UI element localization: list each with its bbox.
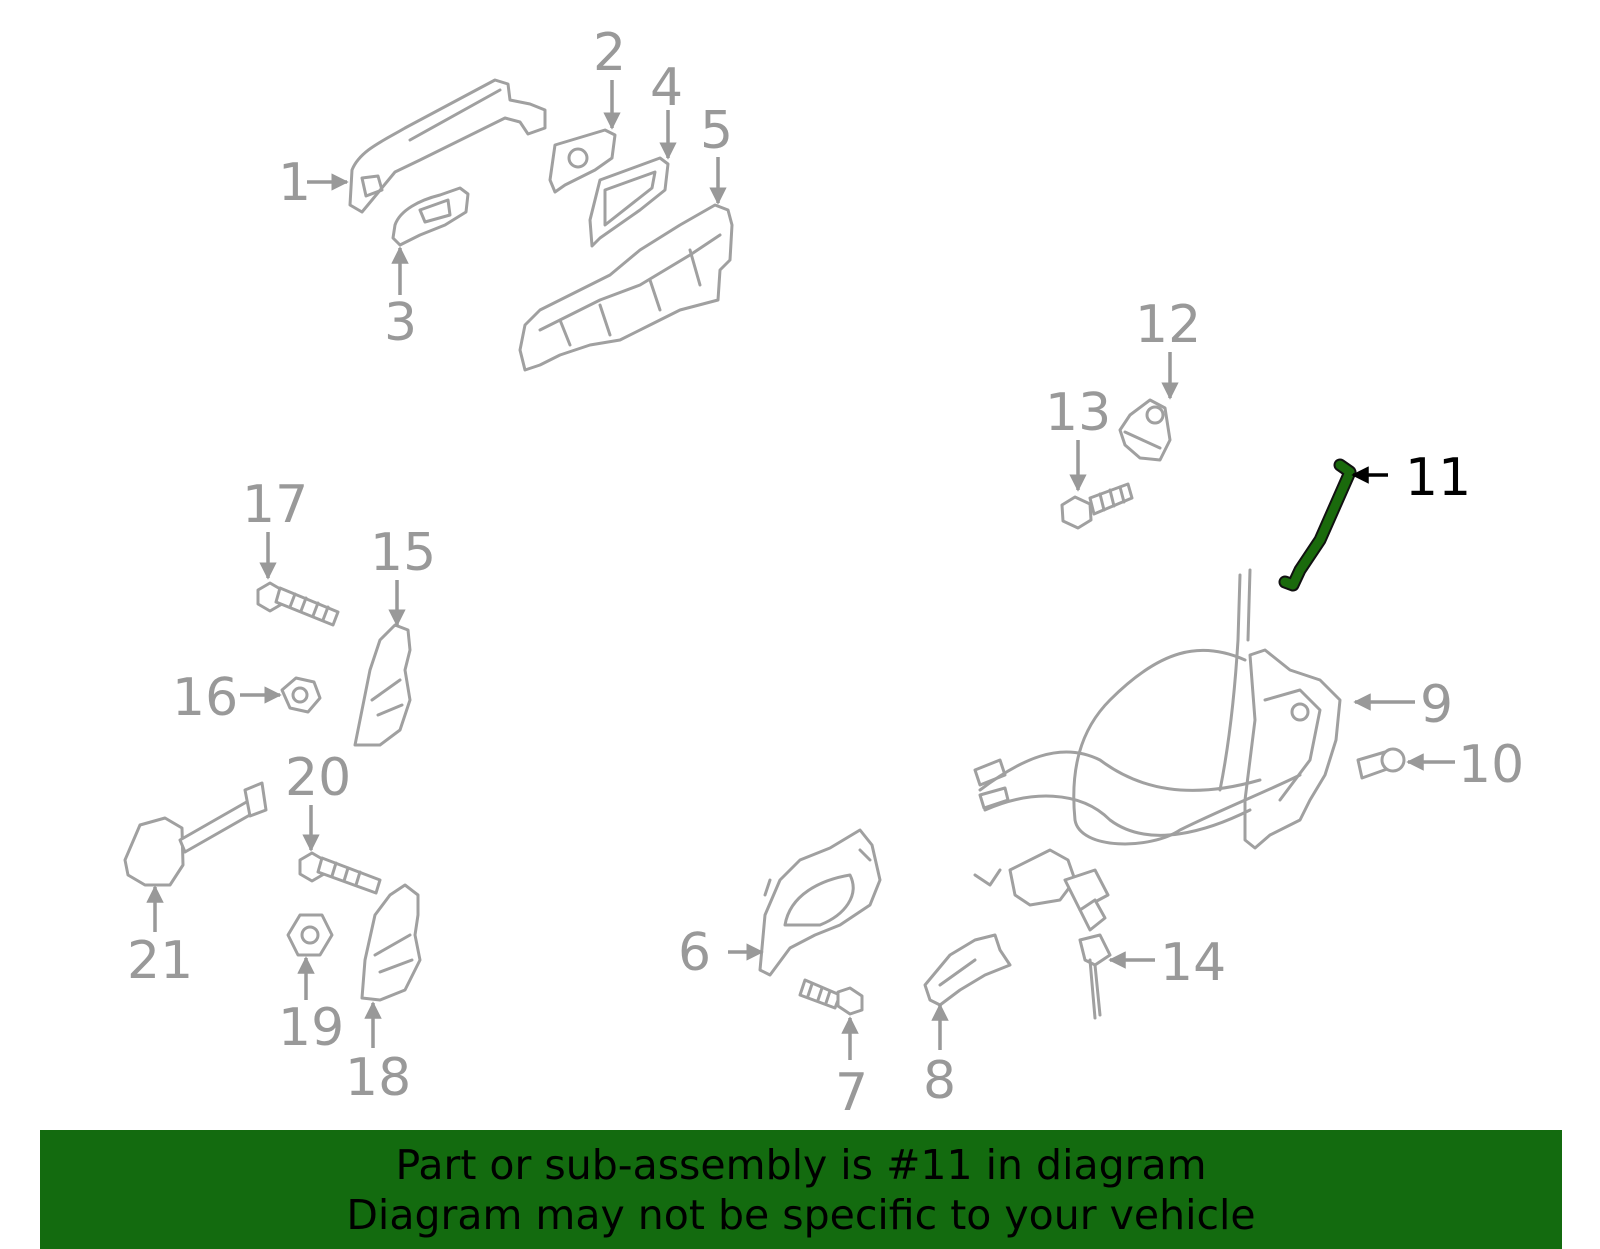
part-lock-cylinder <box>973 848 1112 1020</box>
part-door-latch <box>973 568 1342 850</box>
part-handle-cover <box>391 186 470 247</box>
callout-19[interactable]: 19 <box>278 998 344 1058</box>
part-inside-cover <box>923 933 1012 1007</box>
callout-8[interactable]: 8 <box>923 1051 956 1111</box>
part-hinge-18 <box>360 883 422 1002</box>
part-inside-handle <box>758 828 882 977</box>
callout-16[interactable]: 16 <box>172 668 238 728</box>
callout-6[interactable]: 6 <box>678 923 711 983</box>
part-hinge-15 <box>353 623 412 747</box>
callout-10[interactable]: 10 <box>1458 735 1524 795</box>
callout-9[interactable]: 9 <box>1420 675 1453 735</box>
part-bolt-7 <box>798 978 864 1016</box>
callout-21[interactable]: 21 <box>127 931 193 991</box>
info-banner: Part or sub-assembly is #11 in diagram D… <box>40 1130 1562 1249</box>
callout-17[interactable]: 17 <box>242 475 308 535</box>
callout-20[interactable]: 20 <box>285 748 351 808</box>
part-nut-19 <box>286 913 334 957</box>
callout-leaders <box>146 80 1455 1060</box>
callout-14[interactable]: 14 <box>1160 933 1226 993</box>
callout-13[interactable]: 13 <box>1045 383 1111 443</box>
part-nut-16 <box>280 676 322 714</box>
callout-7[interactable]: 7 <box>835 1063 868 1123</box>
part-bolt-20 <box>298 851 382 895</box>
callout-numbers: 1 2 3 4 5 6 7 8 9 10 11 12 13 14 15 16 1… <box>127 23 1524 1123</box>
part-screw-10 <box>1356 747 1406 780</box>
callout-2[interactable]: 2 <box>593 23 626 83</box>
callout-4[interactable]: 4 <box>650 58 683 118</box>
part-cylinder-cover <box>548 128 617 194</box>
part-bolt-17 <box>256 581 340 627</box>
callout-11[interactable]: 11 <box>1405 448 1471 508</box>
part-gasket <box>588 156 670 248</box>
callout-1[interactable]: 1 <box>278 153 311 213</box>
banner-line-2: Diagram may not be specific to your vehi… <box>346 1191 1256 1239</box>
callout-12[interactable]: 12 <box>1135 295 1201 355</box>
callout-15[interactable]: 15 <box>370 523 436 583</box>
banner-line-1: Part or sub-assembly is #11 in diagram <box>395 1141 1207 1189</box>
callout-18[interactable]: 18 <box>345 1048 411 1108</box>
callout-3[interactable]: 3 <box>384 293 417 353</box>
part-striker <box>1118 398 1172 462</box>
callout-5[interactable]: 5 <box>700 101 733 161</box>
part-handle-bracket <box>518 203 734 372</box>
part-bolt-13 <box>1060 482 1134 530</box>
part-door-check <box>123 781 268 887</box>
part-rod-highlighted <box>1278 458 1357 592</box>
part-outer-handle <box>348 78 547 214</box>
